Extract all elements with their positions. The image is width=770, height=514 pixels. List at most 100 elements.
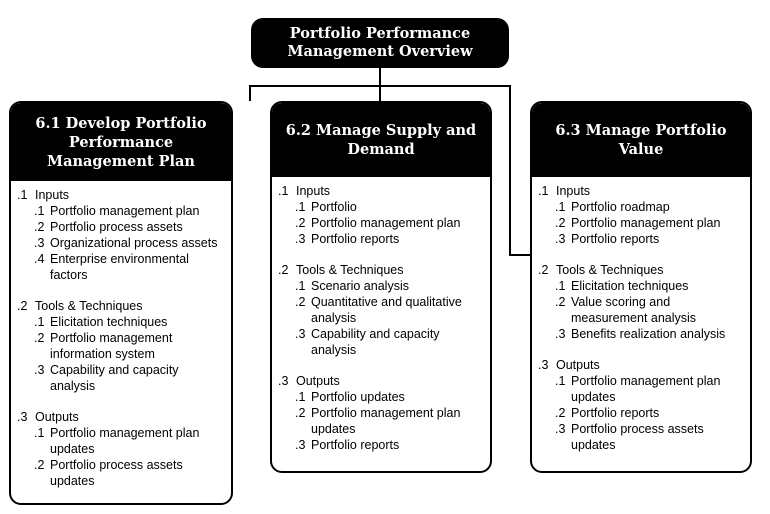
item-number: .1 — [34, 426, 45, 440]
item-text: Elicitation techniques — [571, 279, 689, 293]
item-number: .2 — [555, 216, 566, 230]
section-number: .1 — [538, 184, 549, 198]
panel-header: 6.1 Develop Portfolio Performance Manage… — [11, 103, 231, 181]
connector-right — [380, 85, 530, 256]
item-text: Enterprise environmental factors — [50, 252, 189, 282]
item-text: Portfolio reports — [571, 406, 660, 420]
list-item: .1 Portfolio roadmap — [538, 199, 746, 215]
list-item: .2 Portfolio management information syste… — [17, 330, 227, 362]
item-text: Portfolio management plan updates — [311, 406, 461, 436]
item-text: Portfolio — [311, 200, 357, 214]
list-item: .1 Portfolio — [278, 199, 486, 215]
item-text: Portfolio reports — [311, 232, 400, 246]
section-number: .3 — [17, 410, 28, 424]
item-text: Organizational process assets — [50, 236, 218, 250]
item-text: Portfolio management plan — [50, 204, 200, 218]
list-item: .3 Organizational process assets — [17, 235, 227, 251]
item-text: Elicitation techniques — [50, 315, 168, 329]
list-item: .3 Portfolio reports — [278, 437, 486, 453]
item-text: Portfolio management plan updates — [571, 374, 721, 404]
section-label: Inputs — [35, 188, 70, 202]
item-text: Portfolio process assets updates — [571, 422, 704, 452]
process-panel-6-1: 6.1 Develop Portfolio Performance Manage… — [9, 101, 233, 505]
item-text: Portfolio roadmap — [571, 200, 670, 214]
item-number: .2 — [555, 295, 566, 309]
overview-title: Portfolio Performance Management Overvie… — [287, 25, 473, 60]
section-label: Inputs — [556, 184, 591, 198]
item-number: .1 — [295, 390, 306, 404]
list-item: .1 Scenario analysis — [278, 278, 486, 294]
section-number: .1 — [17, 188, 28, 202]
item-number: .1 — [295, 279, 306, 293]
item-number: .3 — [555, 422, 566, 436]
overview-title-box: Portfolio Performance Management Overvie… — [251, 18, 509, 68]
item-text: Portfolio management plan — [311, 216, 461, 230]
panel-title: 6.3 Manage Portfolio Value — [555, 122, 727, 158]
section-number: .1 — [278, 184, 289, 198]
item-number: .3 — [34, 236, 45, 250]
item-number: .3 — [295, 438, 306, 452]
section-heading: .1 Inputs — [17, 187, 227, 203]
list-item: .1 Portfolio updates — [278, 389, 486, 405]
item-text: Portfolio updates — [311, 390, 405, 404]
item-text: Portfolio process assets updates — [50, 458, 183, 488]
panel-header: 6.3 Manage Portfolio Value — [532, 103, 750, 177]
item-text: Capability and capacity analysis — [311, 327, 440, 357]
section-heading: .2 Tools & Techniques — [538, 262, 746, 278]
panel-title: 6.2 Manage Supply and Demand — [285, 122, 477, 158]
section-label: Tools & Techniques — [556, 263, 664, 277]
item-text: Quantitative and qualitative analysis — [311, 295, 462, 325]
list-item: .3 Capability and capacity analysis — [17, 362, 227, 394]
item-text: Portfolio management plan — [571, 216, 721, 230]
section-label: Outputs — [296, 374, 340, 388]
item-number: .3 — [34, 363, 45, 377]
item-text: Portfolio management information system — [50, 331, 173, 361]
item-number: .1 — [555, 200, 566, 214]
item-text: Portfolio process assets — [50, 220, 183, 234]
section-number: .2 — [538, 263, 549, 277]
section-label: Tools & Techniques — [35, 299, 143, 313]
item-number: .3 — [555, 232, 566, 246]
panel-title: 6.1 Develop Portfolio Performance Manage… — [35, 114, 207, 170]
item-number: .2 — [555, 406, 566, 420]
item-number: .2 — [34, 331, 45, 345]
item-text: Scenario analysis — [311, 279, 409, 293]
section-number: .2 — [278, 263, 289, 277]
item-number: .1 — [34, 315, 45, 329]
item-text: Portfolio reports — [311, 438, 400, 452]
section-heading: .1 Inputs — [538, 183, 746, 199]
list-item: .1 Portfolio management plan updates — [538, 373, 746, 405]
item-number: .1 — [555, 374, 566, 388]
item-text: Capability and capacity analysis — [50, 363, 179, 393]
item-number: .1 — [295, 200, 306, 214]
item-number: .3 — [555, 327, 566, 341]
